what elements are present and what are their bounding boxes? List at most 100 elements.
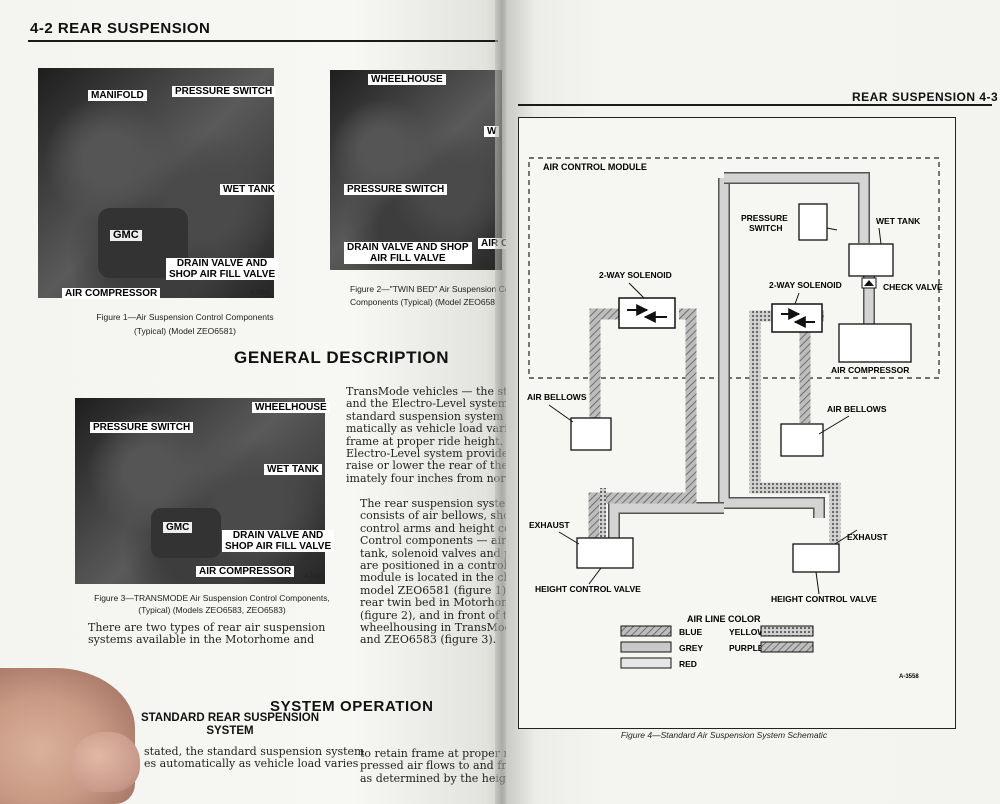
exhaust-left-label: EXHAUST: [529, 520, 570, 530]
general-description-paragraph-2: The rear suspension system on thconsists…: [360, 497, 506, 647]
blue-line-left-bellows: [589, 308, 619, 418]
legend-swatch-purple: [760, 641, 814, 653]
system-operation-heading: SYSTEM OPERATION: [270, 698, 434, 715]
general-description-p2-line: and ZEO6583 (figure 3).: [360, 633, 497, 647]
leader-solenoid-right: [794, 292, 800, 305]
grey-line-top: [724, 173, 869, 243]
legend-grey: GREY: [679, 643, 703, 653]
check-valve-label: CHECK VALVE: [883, 282, 943, 292]
general-description-p2-line: wheelhousing in TransMode mod: [360, 621, 506, 635]
legend-red: RED: [679, 659, 697, 669]
figure3-label-air-compressor: AIR COMPRESSOR: [196, 566, 295, 577]
pressure-switch-box: [798, 203, 828, 241]
general-description-p1-line: raise or lower the rear of the vehicle: [346, 459, 506, 473]
pressure-switch-label-line2: SWITCH: [749, 223, 783, 233]
leader-wet-tank: [878, 227, 882, 245]
figure4-caption: Figure 4—Standard Air Suspension System …: [620, 730, 828, 740]
air-compressor-label: AIR COMPRESSOR: [831, 365, 909, 375]
general-description-paragraph-3: There are two types of rear air suspensi…: [88, 621, 325, 647]
solenoid-left-label: 2-WAY SOLENOID: [599, 270, 672, 280]
right-header-rule: [518, 104, 992, 106]
solenoid-left-box: [618, 297, 676, 329]
general-description-p3-line: systems available in the Motorhome and: [88, 633, 315, 647]
height-control-right-label: HEIGHT CONTROL VALVE: [771, 594, 877, 604]
figure3-label-pressure-switch: PRESSURE SWITCH: [90, 422, 194, 433]
blue-line-left-height: [588, 308, 697, 538]
height-control-right-box: [792, 543, 840, 573]
general-description-p1-line: matically as vehicle load varies t: [346, 422, 506, 436]
general-description-p2-line: The rear suspension system on th: [360, 497, 506, 510]
height-control-left-label: HEIGHT CONTROL VALVE: [535, 584, 641, 594]
figure1-label-air-compressor: AIR COMPRESSOR: [62, 288, 161, 299]
figure1-label-wet-tank: WET TANK: [220, 184, 279, 195]
general-description-p2-line: (figure 2), and in front of the: [360, 608, 506, 622]
figure3-code: A-3552: [304, 574, 324, 580]
legend-swatch-blue: [620, 625, 672, 637]
leader-exhaust-left: [558, 531, 580, 545]
pressure-switch-label-line1: PRESSURE: [741, 213, 788, 223]
general-description-paragraph-1: TransMode vehicles — the standarand the …: [346, 385, 506, 485]
figure4-diagram: AIR CONTROL MODULE: [518, 117, 956, 729]
grey-line-left: [609, 503, 724, 538]
yellow-line-right-height: [749, 310, 841, 543]
air-bellows-right-box: [780, 423, 824, 457]
air-bellows-left-label: AIR BELLOWS: [527, 392, 587, 402]
figure3-label-wet-tank: WET TANK: [264, 464, 323, 475]
figure2-label-drain-valve: DRAIN VALVE AND SHOP AIR FILL VALVE: [344, 242, 472, 264]
figure1-label-manifold: MANIFOLD: [88, 90, 147, 101]
wet-tank-box: [848, 243, 894, 277]
standard-rear-suspension-heading: STANDARD REAR SUSPENSION SYSTEM: [140, 712, 320, 737]
general-description-p2-line: control arms and height contr: [360, 521, 506, 535]
general-description-p1-line: imately four inches from normal ride h: [346, 471, 506, 485]
figure3-badge: GMC: [163, 522, 193, 533]
leader-bellows-right: [818, 415, 850, 435]
header-rule: [28, 40, 498, 42]
height-control-left-box: [576, 537, 634, 569]
figure3-caption: Figure 3—TRANSMODE Air Suspension Contro…: [94, 593, 330, 615]
figure3-label-wheelhouse: WHEELHOUSE: [252, 402, 330, 413]
figure1-caption: Figure 1—Air Suspension Control Componen…: [96, 312, 274, 336]
leader-bellows-left: [548, 404, 574, 423]
general-description-p2-line: module is located in the closet of M: [360, 571, 506, 585]
figure1-badge: GMC: [110, 230, 142, 241]
figure1-label-pressure-switch: PRESSURE SWITCH: [172, 86, 276, 97]
figure2-label-wheelhouse: WHEELHOUSE: [368, 74, 446, 85]
general-description-p2-line: consists of air bellows, shock a: [360, 509, 506, 523]
right-page-header: REAR SUSPENSION 4-3: [852, 90, 999, 104]
air-bellows-right-label: AIR BELLOWS: [827, 404, 887, 414]
left-page-header: 4-2 REAR SUSPENSION: [30, 20, 211, 37]
book-binding: [495, 0, 509, 804]
system-operation-right-line: pressed air flows to and from th: [360, 759, 506, 773]
general-description-p2-line: tank, solenoid valves and pressure: [360, 546, 506, 560]
general-description-heading: GENERAL DESCRIPTION: [234, 348, 450, 367]
leader-pressure-switch: [826, 227, 838, 231]
general-description-p1-line: standard suspension system operat: [346, 409, 506, 423]
exhaust-right-label: EXHAUST: [847, 532, 888, 542]
general-description-p1-line: Electro-Level system provides the d: [346, 447, 506, 461]
system-operation-paragraph-right: to retain frame at proper ride heipresse…: [360, 747, 506, 785]
legend-swatch-grey: [620, 641, 672, 653]
legend-title: AIR LINE COLOR: [687, 614, 761, 624]
legend-yellow: YELLOW: [729, 627, 766, 637]
thumb: [70, 732, 140, 792]
figure2-label-pressure-switch: PRESSURE SWITCH: [344, 184, 448, 195]
air-suspension-schematic: AIR CONTROL MODULE: [527, 157, 943, 680]
grey-line-top-outline: [724, 172, 870, 243]
figure4-code: A-3558: [899, 674, 919, 680]
leader-height-right: [815, 571, 820, 595]
check-valve-arrow-icon: [864, 280, 874, 286]
solenoid-right-box: [771, 303, 823, 333]
air-bellows-left-box: [570, 417, 612, 451]
figure2-caption: Figure 2—"TWIN BED" Air Suspension Contr…: [350, 284, 506, 307]
general-description-p1-line: and the Electro-Level system (optional: [346, 397, 506, 411]
solenoid-right-label: 2-WAY SOLENOID: [769, 280, 842, 290]
leader-height-left: [588, 567, 602, 585]
system-operation-left-line: es automatically as vehicle load varies: [144, 757, 359, 771]
system-operation-right-line: to retain frame at proper ride hei: [360, 747, 506, 760]
figure2-photo: [330, 70, 502, 270]
figure2-label-air-c: AIR C: [478, 238, 506, 249]
figure3-label-drain-valve: DRAIN VALVE AND SHOP AIR FILL VALVE: [222, 530, 335, 552]
wet-tank-label: WET TANK: [876, 216, 921, 226]
general-description-p1-line: frame at proper ride height. The: [346, 434, 506, 448]
